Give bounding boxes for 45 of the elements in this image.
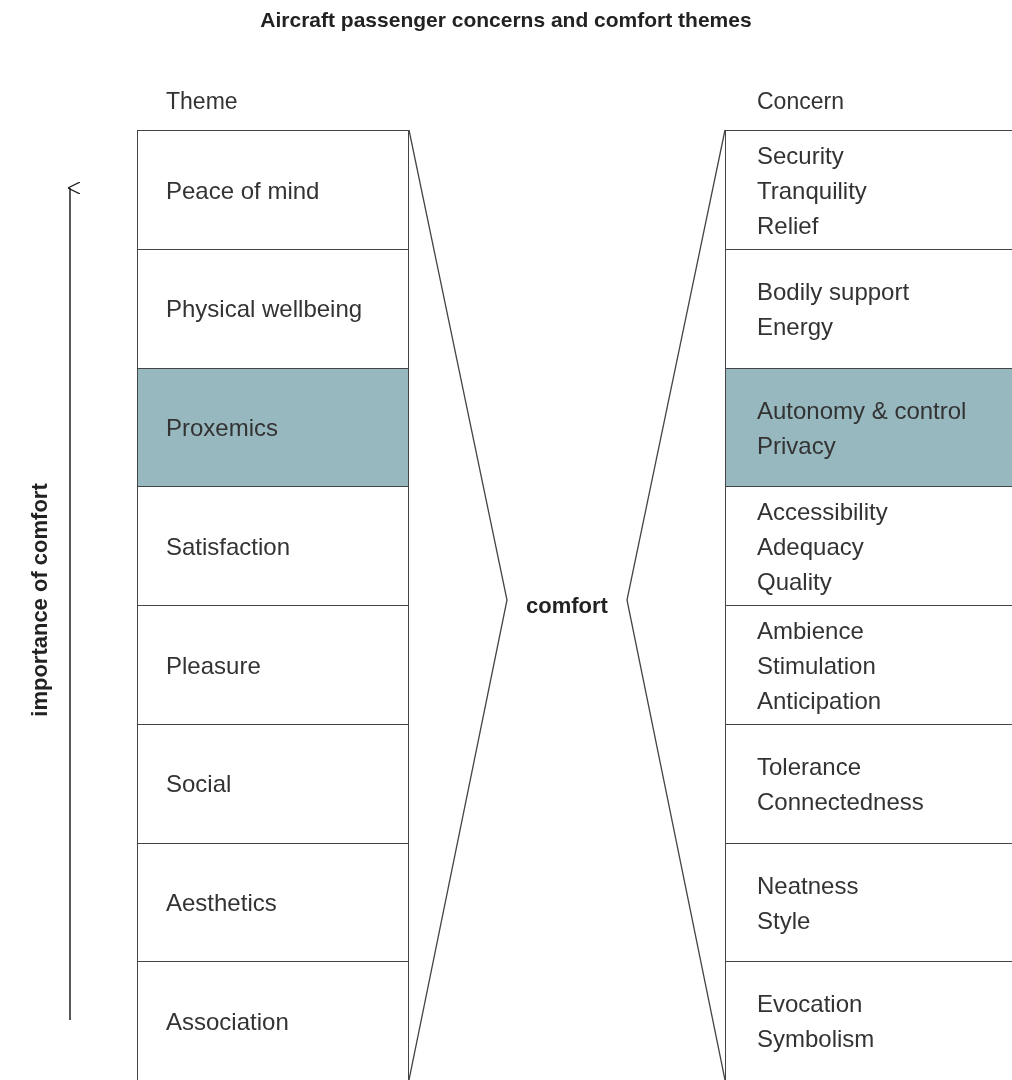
concern-label: Tolerance	[757, 751, 863, 782]
theme-row	[137, 248, 409, 369]
concern-label: Stimulation	[757, 650, 877, 681]
concern-label: Anticipation	[757, 685, 883, 716]
concern-label: Security	[757, 140, 845, 171]
concern-row	[725, 367, 1012, 488]
theme-row	[137, 605, 409, 726]
concern-label: Ambience	[757, 615, 865, 646]
theme-label: Pleasure	[166, 650, 262, 681]
concern-label: Bodily support	[757, 276, 911, 307]
theme-row	[137, 130, 409, 251]
theme-label: Aesthetics	[166, 888, 278, 919]
concern-label: Evocation	[757, 989, 864, 1020]
concern-label: Connectedness	[757, 786, 925, 817]
concern-label: Adequacy	[757, 531, 865, 562]
diagram-title: Aircraft passenger concerns and comfort themes	[259, 8, 753, 32]
theme-label: Physical wellbeing	[166, 294, 364, 325]
concern-label: Privacy	[757, 430, 837, 461]
concern-label: Tranquility	[757, 175, 868, 206]
concern-label: Symbolism	[757, 1024, 876, 1055]
concern-label: Quality	[757, 566, 833, 597]
column-header: Concern	[757, 88, 844, 115]
theme-label: Peace of mind	[166, 175, 321, 206]
concern-label: Accessibility	[757, 496, 889, 527]
theme-row	[137, 723, 409, 844]
theme-row	[137, 961, 409, 1080]
concern-row	[725, 961, 1012, 1080]
axis-label: importance of comfort	[27, 483, 53, 717]
concern-row	[725, 605, 1012, 726]
concern-label: Neatness	[757, 870, 860, 901]
concern-label: Energy	[757, 311, 835, 342]
theme-label: Proxemics	[166, 413, 280, 444]
center-label: comfort	[526, 593, 608, 619]
concern-label: Relief	[757, 210, 820, 241]
theme-row	[137, 842, 409, 963]
theme-label: Satisfaction	[166, 531, 292, 562]
column-header: Theme	[166, 88, 238, 115]
concern-row	[725, 486, 1012, 607]
concern-label: Autonomy & control	[757, 395, 968, 426]
theme-row	[137, 486, 409, 607]
theme-label: Social	[166, 769, 233, 800]
theme-row	[137, 367, 409, 488]
concern-row	[725, 130, 1012, 251]
concern-label: Style	[757, 905, 812, 936]
theme-label: Association	[166, 1006, 290, 1037]
